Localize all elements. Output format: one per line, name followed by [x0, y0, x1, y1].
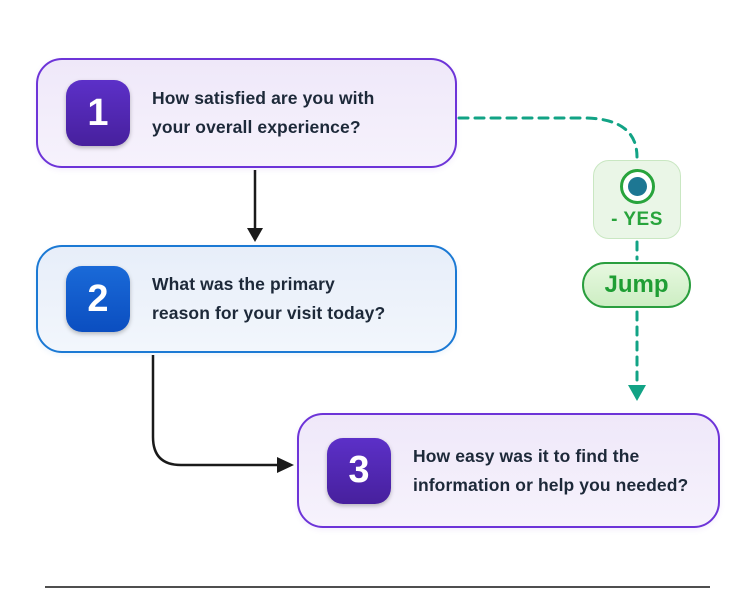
- dashed-arrowhead-jump-to-q3: [628, 385, 646, 401]
- question-number-1: 1: [87, 91, 109, 134]
- question-card-2[interactable]: 2 What was the primary reason for your v…: [36, 245, 457, 353]
- arrowhead-q1-to-q2: [247, 228, 263, 242]
- jump-button-label: Jump: [604, 271, 669, 298]
- question-text-3: How easy was it to find the information …: [413, 445, 689, 495]
- question-card-1[interactable]: 1 How satisfied are you with your overal…: [36, 58, 457, 168]
- question-number-3: 3: [348, 449, 370, 491]
- bottom-divider: [45, 586, 710, 588]
- question-number-badge-2: 2: [66, 266, 130, 332]
- question-text-1: How satisfied are you with your overall …: [152, 88, 375, 137]
- question-text-2: What was the primary reason for your vis…: [152, 274, 386, 323]
- question-number-badge-1: 1: [66, 80, 130, 146]
- radio-selected-icon[interactable]: [619, 168, 655, 204]
- question-number-2: 2: [87, 277, 109, 320]
- question-number-badge-3: 3: [327, 437, 391, 504]
- radio-dot: [627, 176, 647, 196]
- dashed-branch-q1-to-yes: [457, 116, 639, 159]
- answer-option-yes-card[interactable]: - YES: [593, 160, 681, 239]
- arrow-q2-to-q3: [151, 355, 279, 467]
- jump-button[interactable]: Jump: [582, 262, 691, 308]
- question-card-3[interactable]: 3 How easy was it to find the informatio…: [297, 413, 720, 528]
- answer-yes-label: - YES: [611, 208, 663, 230]
- arrowhead-q2-to-q3: [277, 457, 294, 473]
